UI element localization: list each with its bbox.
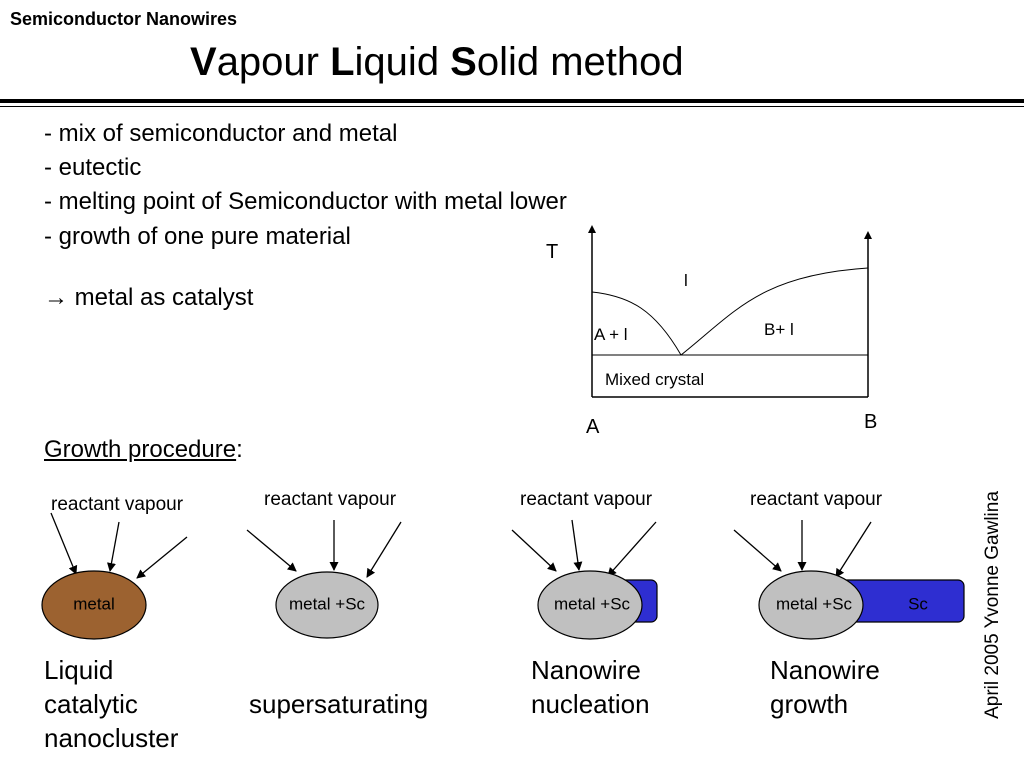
step-nanowire-growth: reactant vapour metal +Sc Sc bbox=[733, 489, 965, 640]
bullet-item: - mix of semiconductor and metal bbox=[44, 120, 398, 147]
step-nanowire-nucleation: reactant vapour metal +Sc bbox=[511, 489, 658, 640]
step-supersaturating: reactant vapour metal +Sc bbox=[246, 489, 402, 639]
title-v: V bbox=[190, 40, 217, 84]
vapour-arrow-icon bbox=[50, 512, 78, 575]
title-divider-thick bbox=[0, 99, 1024, 103]
vapour-arrow-icon bbox=[366, 521, 402, 578]
vapour-arrow-icon bbox=[107, 521, 120, 572]
bullet-item: - growth of one pure material bbox=[44, 223, 351, 250]
copyright-note: April 2005 Yvonne Gawlina bbox=[982, 491, 1003, 719]
title-v-rest: apour bbox=[216, 40, 331, 84]
title-s-rest: olid method bbox=[476, 40, 684, 84]
step-caption: Nanowire nucleation bbox=[531, 655, 650, 719]
page-title: Vapour Liquid Solid method bbox=[190, 40, 684, 85]
right-arrow-icon: → bbox=[44, 284, 68, 311]
metal-droplet bbox=[41, 570, 147, 640]
vapour-arrow-icon bbox=[136, 536, 188, 579]
reactant-vapour-label: reactant vapour bbox=[264, 489, 397, 510]
reactant-vapour-label: reactant vapour bbox=[51, 494, 184, 515]
axis-label-a: A bbox=[586, 416, 600, 438]
region-mixed-crystal: Mixed crystal bbox=[605, 370, 704, 389]
droplet-label: metal +Sc bbox=[554, 594, 631, 613]
title-l-rest: iquid bbox=[354, 40, 451, 84]
axis-label-t: T bbox=[546, 241, 558, 263]
header-label: Semiconductor Nanowires bbox=[10, 9, 238, 29]
bullet-item: - melting point of Semiconductor with me… bbox=[44, 188, 567, 215]
title-divider-thin bbox=[0, 106, 1024, 107]
step-liquid-catalytic-nanocluster: reactant vapour metal bbox=[41, 494, 188, 640]
droplet-label: metal bbox=[73, 594, 115, 613]
procedure-heading: Growth procedure: bbox=[44, 436, 243, 464]
alloy-droplet bbox=[275, 571, 379, 639]
bullet-item: - eutectic bbox=[44, 154, 142, 181]
procedure-heading-text: Growth procedure bbox=[44, 436, 237, 463]
region-b-liquid: B+ l bbox=[764, 320, 794, 339]
droplet-label: metal +Sc bbox=[776, 594, 853, 613]
region-liquid: l bbox=[684, 271, 688, 290]
vapour-arrow-icon bbox=[511, 529, 557, 572]
vapour-arrow-icon bbox=[835, 521, 872, 578]
procedure-colon: : bbox=[236, 436, 243, 463]
vapour-arrow-icon bbox=[246, 529, 297, 572]
vapour-arrow-icon bbox=[733, 529, 782, 572]
liquidus-curve-b bbox=[680, 267, 869, 356]
vapour-arrow-icon bbox=[607, 521, 657, 577]
step-caption: Liquid catalytic nanocluster bbox=[44, 655, 179, 753]
reactant-vapour-label: reactant vapour bbox=[520, 489, 653, 510]
droplet-label: metal +Sc bbox=[289, 594, 366, 613]
catalyst-note: → metal as catalyst bbox=[44, 284, 253, 312]
reactant-vapour-label: reactant vapour bbox=[750, 489, 883, 510]
region-a-liquid: A + l bbox=[594, 325, 628, 344]
vapour-arrow-icon bbox=[571, 519, 583, 571]
catalyst-text: metal as catalyst bbox=[68, 284, 254, 311]
axis-label-b: B bbox=[864, 411, 877, 433]
liquidus-curve-a bbox=[591, 291, 682, 356]
alloy-droplet bbox=[537, 570, 643, 640]
wire-label: Sc bbox=[908, 594, 928, 613]
title-s: S bbox=[450, 40, 477, 84]
alloy-droplet bbox=[758, 570, 864, 640]
step-caption: Nanowire growth bbox=[770, 655, 880, 719]
title-l: L bbox=[330, 40, 355, 84]
step-caption: supersaturating bbox=[249, 689, 429, 719]
